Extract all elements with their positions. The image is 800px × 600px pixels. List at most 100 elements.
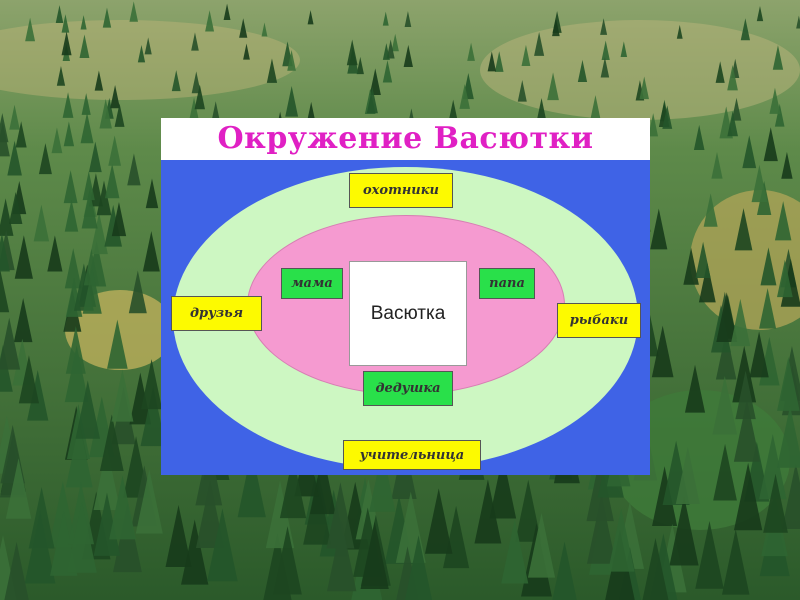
tree-shape <box>64 199 79 232</box>
tree-shape <box>287 50 296 71</box>
tree-shape <box>88 141 102 173</box>
tree-shape <box>51 127 63 154</box>
tree-shape <box>382 60 393 83</box>
label-teacher: учительница <box>343 440 481 470</box>
tree-shape <box>128 270 147 314</box>
tree-shape <box>33 204 50 242</box>
tree-shape <box>756 6 764 22</box>
tree-shape <box>181 519 209 585</box>
tree-shape <box>195 480 225 549</box>
tree-shape <box>223 3 231 21</box>
tree-shape <box>55 5 64 24</box>
tree-shape <box>648 113 659 137</box>
tree-shape <box>38 143 52 175</box>
tree-shape <box>759 288 777 329</box>
tree-shape <box>404 535 433 600</box>
tree-shape <box>111 369 134 422</box>
tree-shape <box>140 385 166 447</box>
tree-shape <box>63 170 78 204</box>
tree-shape <box>189 97 199 120</box>
tree-shape <box>360 521 389 590</box>
tree-shape <box>650 208 668 250</box>
tree-shape <box>733 462 763 531</box>
tree-shape <box>552 17 560 37</box>
tree-shape <box>114 103 125 127</box>
tree-shape <box>13 297 33 343</box>
tree-shape <box>676 24 683 39</box>
tree-shape <box>589 95 602 124</box>
tree-shape <box>386 39 395 59</box>
tree-shape <box>772 45 784 70</box>
tree-shape <box>781 463 800 530</box>
tree-shape <box>93 492 121 556</box>
tree-shape <box>651 325 674 378</box>
tree-shape <box>369 449 396 512</box>
tree-shape <box>104 204 122 247</box>
tree-shape <box>9 104 20 130</box>
tree-shape <box>56 66 66 86</box>
tree-shape <box>620 41 628 57</box>
tree-shape <box>391 33 399 52</box>
tree-shape <box>403 44 413 68</box>
label-dad: папа <box>479 268 535 299</box>
tree-shape <box>129 372 152 425</box>
tree-shape <box>141 359 163 410</box>
tree-shape <box>749 331 769 378</box>
tree-shape <box>366 86 378 114</box>
tree-shape <box>731 97 742 121</box>
tree-shape <box>777 405 800 468</box>
tree-shape <box>279 455 307 519</box>
tree-shape <box>194 84 206 110</box>
tree-shape <box>104 163 120 199</box>
tree-shape <box>515 479 542 542</box>
tree-shape <box>65 423 93 488</box>
tree-shape <box>93 446 121 510</box>
tree-shape <box>99 414 124 472</box>
tree-shape <box>669 496 699 566</box>
tree-shape <box>703 193 718 227</box>
tree-shape <box>285 86 299 117</box>
tree-shape <box>61 14 70 33</box>
tree-shape <box>307 10 314 25</box>
tree-shape <box>459 83 470 109</box>
tree-shape <box>698 262 716 303</box>
tree-shape <box>108 135 122 166</box>
tree-shape <box>144 37 152 55</box>
tree-shape <box>27 369 49 421</box>
tree-shape <box>489 454 517 519</box>
tree-shape <box>733 399 760 462</box>
tree-shape <box>404 11 412 27</box>
tree-shape <box>601 40 610 61</box>
tree-shape <box>711 152 723 179</box>
center-node: Васютка <box>349 261 467 366</box>
tree-shape <box>777 259 793 298</box>
tree-shape <box>66 501 97 573</box>
tree-shape <box>774 201 792 241</box>
tree-shape <box>607 508 635 572</box>
tree-shape <box>75 380 101 439</box>
tree-shape <box>536 98 547 122</box>
tree-shape <box>82 171 95 201</box>
tree-shape <box>127 153 141 186</box>
tree-shape <box>111 202 127 237</box>
tree-shape <box>796 15 800 29</box>
tree-shape <box>712 376 738 435</box>
tree-shape <box>48 481 77 548</box>
tree-shape <box>642 537 669 600</box>
tree-shape <box>382 11 389 26</box>
tree-shape <box>135 469 163 534</box>
tree-shape <box>81 190 98 229</box>
tree-shape <box>273 526 302 595</box>
tree-shape <box>137 44 146 63</box>
title-bar: Окружение Васютки <box>161 118 650 160</box>
tree-shape <box>639 76 649 100</box>
tree-shape <box>309 452 336 515</box>
tree-shape <box>730 298 751 347</box>
tree-shape <box>662 105 673 129</box>
tree-shape <box>356 56 364 75</box>
tree-shape <box>521 44 531 66</box>
tree-shape <box>25 17 36 42</box>
tree-shape <box>684 364 706 413</box>
tree-shape <box>552 541 577 600</box>
tree-shape <box>47 235 63 272</box>
